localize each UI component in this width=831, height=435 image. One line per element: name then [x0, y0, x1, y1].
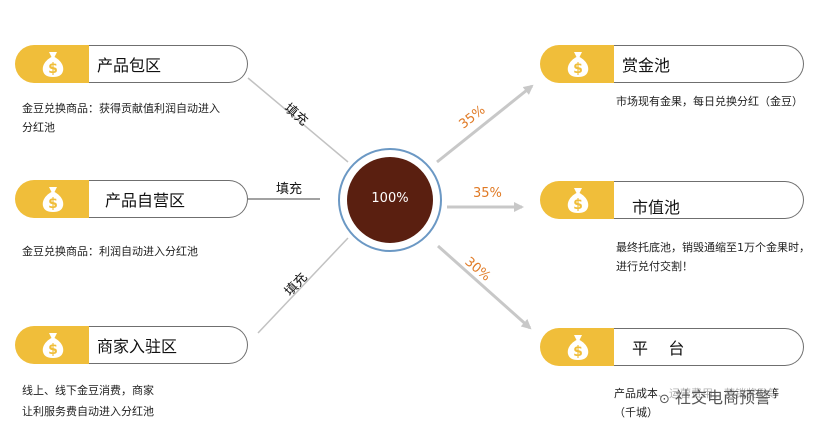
money-bag-icon: $ — [42, 333, 64, 358]
zone-self-operated: $ 产品自营区 — [15, 180, 248, 218]
zone-merchant-desc: 线上、线下金豆消费，商家 让利服务费自动进入分红池 — [22, 384, 154, 418]
zone-product-package-desc: 金豆兑换商品：获得贡献值利润自动进入 分红池 — [22, 102, 220, 134]
money-bag-badge: $ — [15, 326, 89, 364]
money-bag-icon: $ — [567, 52, 589, 77]
money-bag-icon: $ — [42, 52, 64, 77]
line-left-bottom — [257, 237, 349, 334]
money-bag-icon: $ — [567, 188, 589, 213]
center-label: 100% — [371, 191, 409, 206]
pool-platform: $ 平 台 — [540, 328, 804, 366]
svg-text:$: $ — [48, 61, 58, 77]
money-bag-badge: $ — [540, 181, 614, 219]
money-bag-badge: $ — [540, 45, 614, 83]
zone-product-package: $ 产品包区 — [15, 45, 248, 83]
zone-self-operated-desc: 金豆兑换商品：利润自动进入分红池 — [22, 245, 198, 258]
arrow-to-reward-pool — [436, 84, 534, 164]
fill-label-middle: 填充 — [276, 182, 303, 197]
line-left-top — [247, 77, 349, 163]
money-bag-badge: $ — [15, 180, 89, 218]
percent-market-pool: 35% — [473, 186, 502, 201]
zone-title: 产品自营区 — [105, 191, 186, 210]
pool-title: 赏金池 — [622, 56, 671, 75]
svg-text:$: $ — [48, 196, 58, 212]
pool-market-value: $ 市值池 — [540, 181, 804, 219]
svg-text:$: $ — [48, 342, 58, 358]
zone-merchant: $ 商家入驻区 — [15, 326, 248, 364]
money-bag-badge: $ — [540, 328, 614, 366]
pool-title: 平 台 — [632, 339, 685, 358]
money-bag-icon: $ — [567, 335, 589, 360]
center-node — [347, 157, 433, 243]
money-bag-badge: $ — [15, 45, 89, 83]
zone-title: 商家入驻区 — [97, 337, 178, 356]
zone-title: 产品包区 — [97, 56, 162, 75]
pool-title: 市值池 — [632, 198, 681, 217]
watermark: ⊙ 社交电商预警 — [657, 384, 774, 408]
money-bag-icon: $ — [42, 187, 64, 212]
pool-reward-desc: 市场现有金果，每日兑换分红（金豆） — [616, 95, 803, 108]
wechat-icon: ⊙ — [659, 392, 670, 407]
svg-text:$: $ — [573, 61, 583, 77]
pool-reward: $ 赏金池 — [540, 45, 804, 83]
pool-market-value-desc: 最终托底池，销毁通缩至1万个金果时， 进行兑付交割！ — [616, 241, 810, 273]
arrow-to-platform — [437, 244, 532, 330]
svg-text:$: $ — [573, 197, 583, 213]
svg-text:$: $ — [573, 344, 583, 360]
